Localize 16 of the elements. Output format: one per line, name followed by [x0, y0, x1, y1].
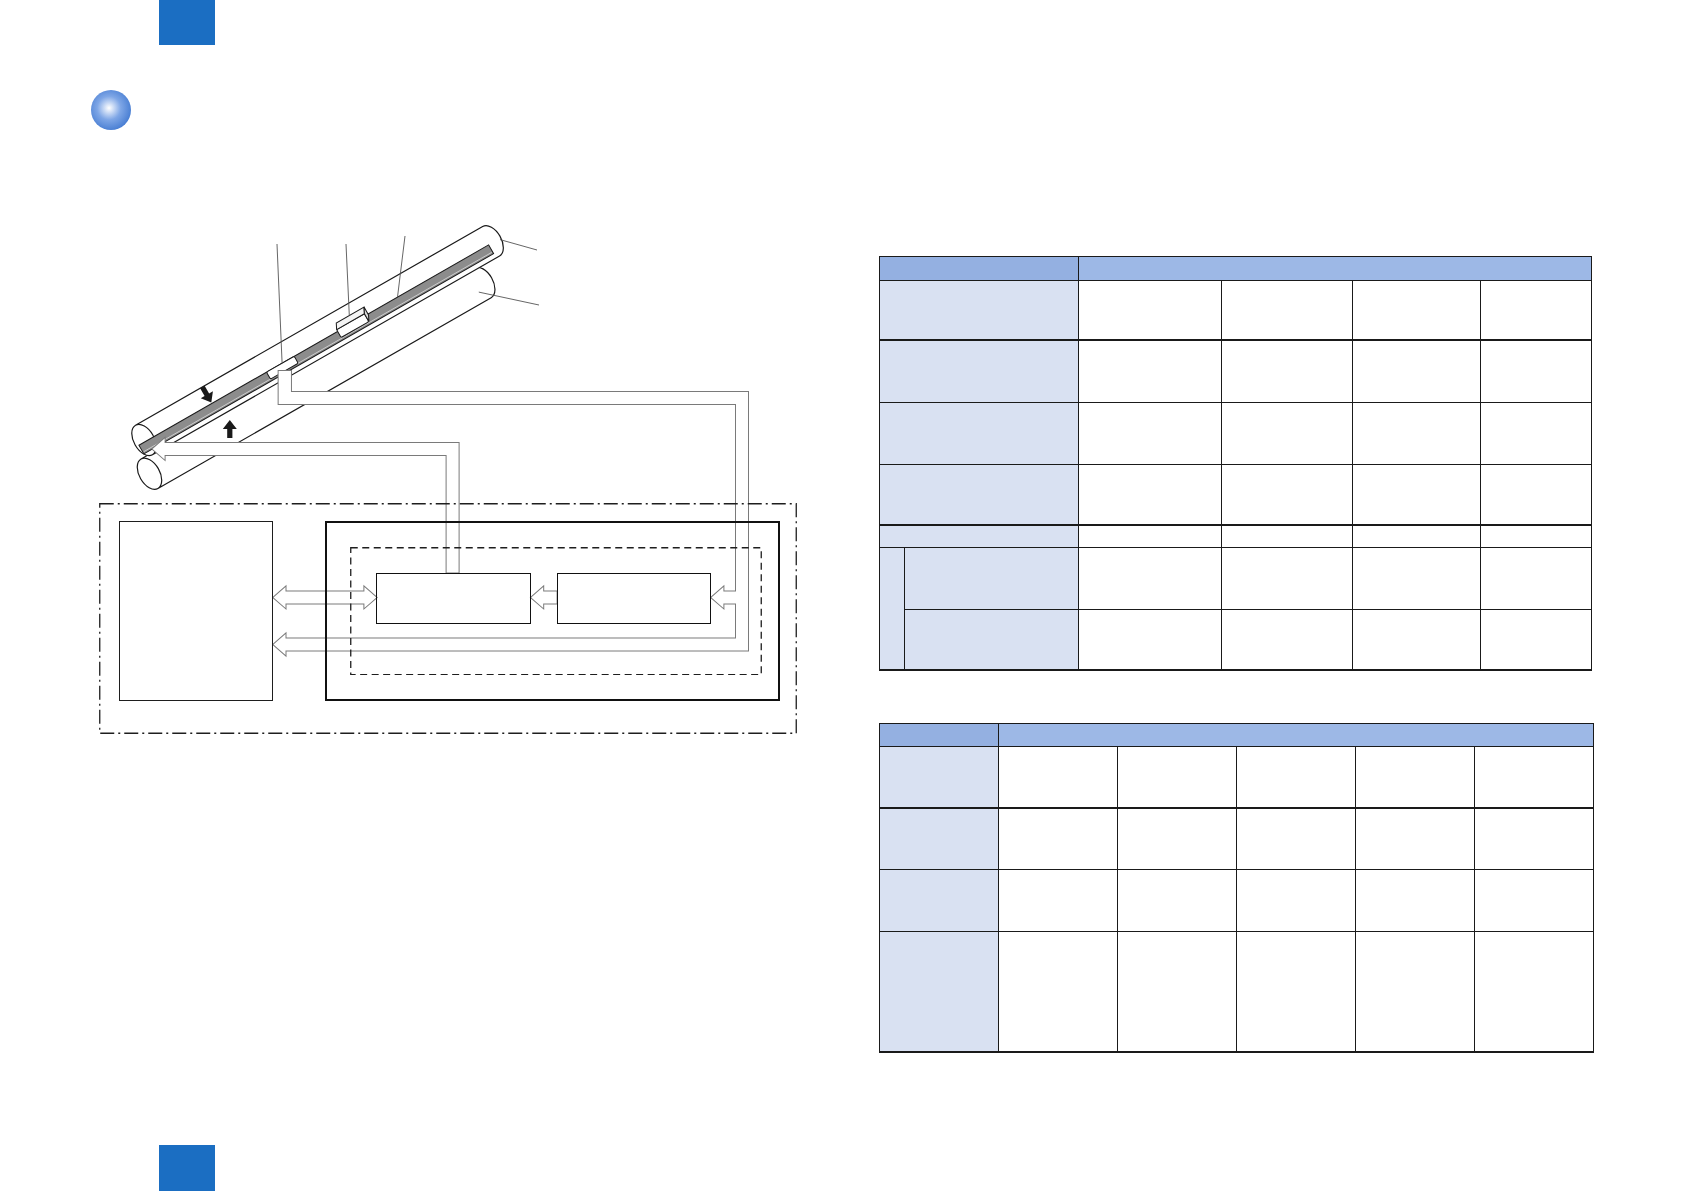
- leader-line: [276, 243, 283, 364]
- leader-line: [478, 291, 540, 306]
- raised-block: [335, 306, 370, 338]
- unit-frame: [324, 521, 781, 701]
- leader-line: [397, 235, 406, 298]
- hollow-arrow: [272, 369, 749, 658]
- leader-line: [345, 243, 350, 316]
- block: [376, 572, 532, 624]
- leader-line: [499, 239, 538, 251]
- block: [118, 521, 274, 701]
- dashed-frame: [350, 546, 763, 675]
- block: [556, 572, 712, 624]
- dash-dot-frame: [99, 503, 797, 734]
- hollow-arrow: [151, 436, 460, 574]
- hollow-arrow: [529, 584, 558, 611]
- hollow-arrow: [272, 584, 378, 611]
